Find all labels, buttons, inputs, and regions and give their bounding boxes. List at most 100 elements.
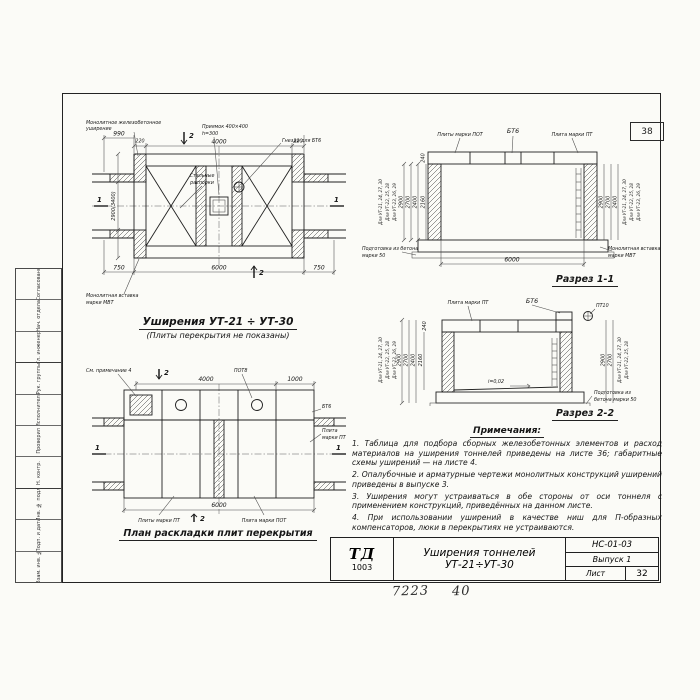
margin-cell-label: Нач. отдела (35, 299, 42, 331)
margin-cell: Исполнители (16, 393, 61, 425)
note-item-4: 4. При использовании уширений в качестве… (352, 513, 662, 532)
label-bt6: БТ6 (526, 298, 538, 305)
dim-2700-r: 2700 (608, 354, 614, 367)
section-marker-1-right: 1 (336, 444, 341, 452)
label-slab-pt: Плита марки ПТ (552, 132, 594, 138)
label-pt10: ПТ10 (596, 303, 609, 309)
dim-2900: 2900 (399, 196, 405, 209)
hatch-opening (129, 394, 153, 416)
concrete-prep (411, 251, 615, 259)
wall-right (559, 331, 573, 393)
margin-cell: Проверил (16, 425, 61, 456)
roof-slab (441, 319, 573, 333)
sheet-title: Уширения тоннелей УТ-21÷УТ-30 (394, 538, 566, 580)
margin-cell-label: Инв. № подл. (35, 487, 42, 520)
label-plita-pot: Плита марки ПОТ (242, 518, 288, 524)
dim-750-left: 750 (113, 265, 125, 272)
chain-note-2r: Для УТ-22, 25, 28 (624, 341, 629, 380)
dim-2900-r: 2900 (599, 196, 605, 209)
margin-cell-label: Н. контр. (35, 460, 42, 485)
section-marker-2-bottom: 2 (200, 515, 205, 523)
label-plity-pt: Плиты марки ПТ (138, 518, 181, 524)
dim-2700-r: 2700 (606, 196, 612, 209)
label-pit-2: h=300 (202, 131, 218, 137)
dim-height: 2900(3400) (111, 191, 117, 220)
label-bt6: БТ6 (507, 128, 519, 135)
sheet-row: Лист 32 (566, 567, 658, 580)
bt6-block (555, 311, 573, 321)
label-slope: i=0,02 (488, 379, 504, 385)
label-prep: Подготовка из бетона (362, 246, 418, 252)
chain-note-1r: Для УТ-21, 24, 27, 30 (617, 337, 622, 384)
chain-note-2: Для УТ-22, 25, 28 (385, 183, 390, 222)
label-slabs-pot: Плиты марки ПОТ (437, 132, 483, 138)
dim-2400: 2400 (411, 354, 417, 367)
note-item-3: 3. Уширения могут устраиваться в обе сто… (352, 491, 662, 511)
section-marker-2-top: 2 (189, 132, 194, 140)
dim-2160: 2160 (418, 354, 424, 367)
floor-slope-line (453, 386, 559, 391)
logo-number: 1003 (351, 562, 373, 572)
section-2-2-title: Разрез 2-2 (480, 408, 690, 421)
pier-hatch (195, 165, 207, 247)
dim-2400: 2400 (413, 196, 419, 209)
floor-slab (435, 391, 585, 404)
margin-cell: Взам. инв. № (16, 550, 61, 583)
plan-top-title: Уширения УТ-21 ÷ УТ-30 (84, 316, 352, 330)
concrete-prep (429, 402, 591, 406)
notes-heading: Примечания: (352, 426, 662, 438)
plan-top-subtitle: (Плиты перекрытия не показаны) (146, 331, 290, 340)
dim-2700: 2700 (404, 354, 410, 367)
drawing-frame (62, 93, 661, 583)
scan-page-number-text: 38 (641, 126, 653, 137)
wall-left (427, 163, 442, 241)
tunnel-wall-hatch (109, 173, 135, 183)
plan-bottom-drawing: См. примечание 4 ПОТ8 4000 1000 БТ6 Плит… (86, 368, 347, 524)
issue-number: Выпуск 1 (566, 553, 658, 568)
label-steel-braces: Стальные (190, 173, 215, 179)
monolithic-strip (213, 419, 225, 499)
chain-note-2r: Для УТ-22, 25, 28 (629, 183, 634, 222)
note-item-2: 2. Опалубочные и арматурные чертежи моно… (352, 470, 662, 489)
section-marker-1-left: 1 (95, 444, 100, 452)
dim-220-left: 220 (135, 139, 144, 145)
label-monolithic-insert-2: марки МВТ (86, 300, 115, 306)
handwritten-inventory-number: 7223 (391, 583, 430, 600)
label-steel-braces-2: распорки (189, 181, 214, 186)
dim-6000: 6000 (504, 257, 519, 264)
wall-left (441, 331, 455, 393)
pit-outline (209, 196, 229, 216)
label-insert: Монолитная вставка (608, 246, 661, 252)
label-see-note-4: См. примечание 4 (86, 368, 131, 374)
dim-2700: 2700 (406, 196, 412, 209)
label-monolithic-insert: Монолитная вставка (86, 293, 139, 299)
margin-cell-label: Проверил (35, 428, 42, 455)
dim-4000: 4000 (198, 376, 213, 383)
roof-slabs (427, 151, 598, 165)
chain-note-3r: Для УТ-23, 26, 29 (636, 183, 641, 222)
label-nest: Гнездо для БТ6 (282, 138, 321, 144)
margin-cell: Рук. группы (16, 362, 61, 394)
label-monolithic-widening-2: уширение (85, 127, 112, 132)
margin-cell-label: Согласовано (35, 269, 42, 300)
section-marker-1-left: 1 (97, 196, 102, 204)
title-block: ТД 1003 Уширения тоннелей УТ-21÷УТ-30 НС… (330, 537, 659, 581)
dim-2400-r: 2400 (613, 196, 619, 209)
hatch-circle (251, 399, 263, 411)
chain-note-1r: Для УТ-21, 24, 27, 30 (622, 179, 627, 226)
stamp-right-column: НС-01-03 Выпуск 1 Лист 32 (566, 538, 658, 580)
wall-right (583, 163, 598, 241)
label-prep-2: бетона марки 50 (594, 397, 637, 403)
section-2-2-drawing: Плита марки ПТ БТ6 ПТ10 i=0,02 Для УТ-21… (378, 298, 637, 406)
margin-cell-label: Взам. инв. № (35, 550, 42, 583)
margin-cell: Подп. и дата (16, 519, 61, 551)
label-monolithic-widening: Монолитное железобетонное (86, 120, 161, 126)
dim-750-right: 750 (313, 265, 325, 272)
label-slab-pt: Плита марки ПТ (448, 300, 490, 306)
handwritten-sheet-count: 40 (451, 583, 471, 600)
widening-outline (133, 153, 305, 259)
label-pit: Приямок 400×400 (202, 124, 248, 130)
plan-bottom-title: План раскладки плит перекрытия (84, 528, 352, 541)
margin-cell: Н. контр. (16, 456, 61, 487)
margin-cell: Нач. отдела (16, 299, 61, 331)
